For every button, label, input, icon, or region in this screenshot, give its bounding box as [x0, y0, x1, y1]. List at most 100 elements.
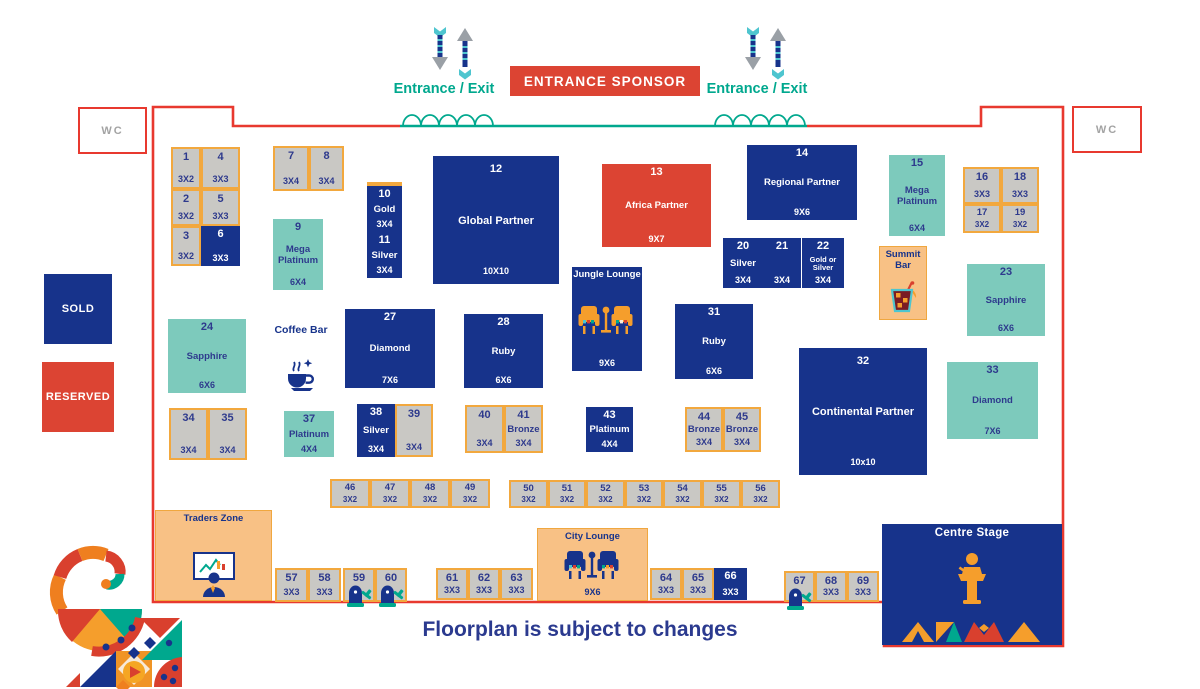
booth-3: 3 3X2	[171, 226, 201, 266]
booth-number: 14	[795, 147, 809, 159]
booth-dims: 3X2	[177, 251, 194, 261]
booth-dims: 9X6	[584, 587, 601, 597]
booth-dims: 3X3	[212, 211, 229, 221]
podium-icon	[949, 552, 995, 606]
booth-dims: 4X4	[300, 444, 317, 454]
booth-number: 28	[497, 316, 510, 328]
booth-number: 45	[735, 411, 749, 423]
booth-number: 12	[489, 163, 503, 175]
booth-label: Gold or Silver	[809, 254, 837, 272]
centre-stage: Centre Stage	[882, 524, 1062, 645]
booth-number: 53	[638, 483, 650, 494]
booth-number: 33	[986, 364, 999, 376]
booth-dims: 3X4	[695, 437, 712, 447]
booth-label: Silver	[371, 249, 398, 261]
booth-label: Sapphire	[985, 294, 1027, 306]
lounge-chairs-navy-icon	[564, 549, 622, 581]
booth-dims: 3X2	[177, 174, 194, 184]
booth-dims: 7X6	[984, 426, 1001, 436]
booth-dims: 3X2	[714, 495, 729, 504]
booth-number: 10	[378, 188, 391, 200]
booth-label: Silver	[730, 257, 756, 269]
booth-dims: 3X2	[753, 495, 768, 504]
booth-number: 52	[600, 483, 611, 494]
booth-label: Traders Zone	[183, 513, 244, 524]
booth-dims: 3X2	[342, 495, 358, 504]
wc-right: WC	[1072, 106, 1142, 153]
footer-note: Floorplan is subject to changes	[422, 618, 738, 641]
booth-label: Bronze	[507, 423, 540, 435]
gavel-icon	[346, 584, 373, 607]
booth-dims: 3X3	[722, 587, 739, 597]
logo-elephant-icon	[49, 545, 182, 689]
booth-label: Continental Partner	[811, 406, 915, 419]
booth-number: 59	[352, 572, 366, 584]
booth-dims: 3X4	[515, 438, 532, 448]
booth-number: 65	[691, 572, 705, 584]
booth-dims: 9X6	[598, 358, 615, 368]
booth-number: 3	[182, 230, 190, 242]
booth-dims: 3X4	[733, 437, 750, 447]
booth-number: 16	[975, 171, 989, 183]
booth-number: 21	[775, 240, 789, 252]
booth-dims: 6X6	[705, 366, 722, 376]
booth-59: 59	[343, 568, 375, 607]
booth-number: 48	[424, 482, 436, 493]
booth-dims: 3X4	[180, 445, 197, 455]
booth-number: 64	[659, 572, 673, 584]
booth-number: 4	[217, 151, 224, 163]
booth-dims: 6X6	[997, 323, 1014, 333]
booth-label: Silver	[363, 425, 389, 437]
booth-dims: 3X3	[475, 585, 492, 595]
booth-number: 2	[182, 193, 190, 205]
booth-number: 23	[999, 266, 1013, 278]
booth-label: Mega Platinum	[277, 243, 319, 266]
booth-dims: 3X3	[822, 587, 839, 597]
booth-dims: 3X2	[422, 495, 438, 504]
booth-dims: 3X4	[282, 176, 299, 186]
booth-number: 19	[1014, 207, 1026, 218]
entrance-exit-label-left: Entrance / Exit	[393, 81, 495, 97]
booth-number: 63	[510, 572, 523, 584]
booth-number: 31	[707, 306, 721, 318]
booth-label: Ruby	[702, 336, 726, 348]
booth-number: 15	[910, 157, 924, 169]
booth-number: 56	[755, 483, 766, 494]
booth-number: 13	[650, 166, 663, 178]
booth-number: 61	[445, 572, 459, 584]
booth-dims: 3X4	[476, 438, 493, 448]
